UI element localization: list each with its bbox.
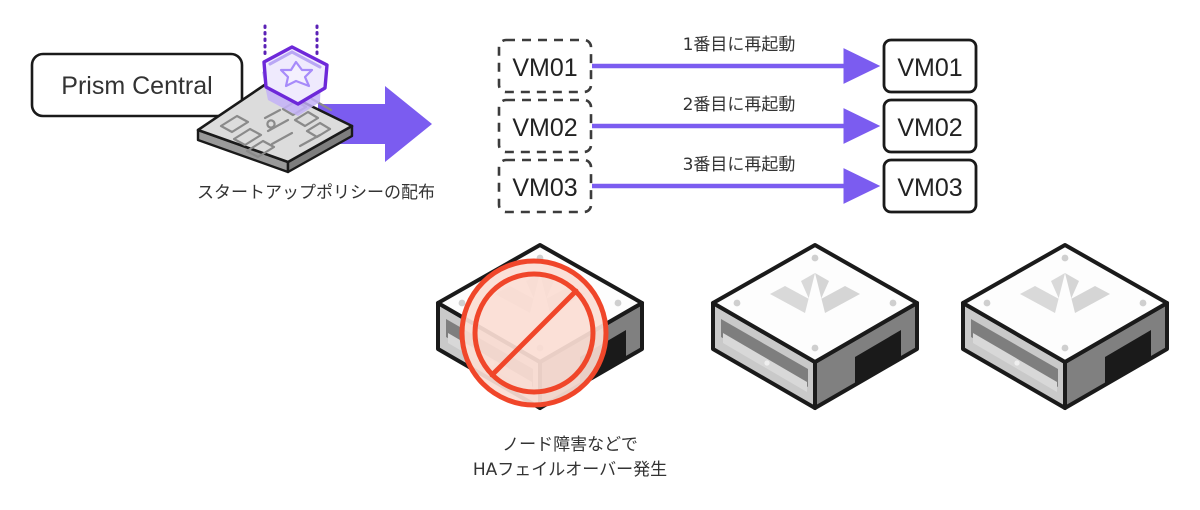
badge-shield-highlight	[268, 50, 322, 69]
vm-target-box	[882, 98, 978, 154]
prohibition-slash	[489, 288, 579, 378]
vm-target-label: VM02	[897, 114, 962, 142]
policy-distribution-caption: スタートアップポリシーの配布	[197, 183, 435, 203]
node-led-icon	[1014, 360, 1020, 366]
prohibition-outer-ring	[459, 258, 609, 408]
vm-target-box	[882, 38, 978, 94]
distribute-arrow-icon	[318, 86, 432, 162]
vm-source-box	[497, 98, 593, 154]
node-led-icon	[764, 360, 770, 366]
node-screw-icon	[811, 254, 819, 262]
vm-target-box	[882, 158, 978, 214]
vm-arrow-label: 1番目に再起動	[683, 35, 796, 55]
nutanix-x-logo-icon	[1020, 273, 1110, 313]
badge-star-icon	[279, 60, 314, 88]
node-top-face	[961, 243, 1169, 364]
prohibition-sign-icon	[459, 258, 609, 408]
node-healthy-3	[961, 243, 1169, 410]
node-screw-icon	[811, 344, 819, 352]
node-screw-icon	[1061, 344, 1069, 352]
node-screw-icon	[889, 299, 897, 307]
node-healthy-2	[711, 243, 919, 410]
node-top-face	[711, 243, 919, 364]
prism-central-box-outline	[30, 52, 244, 118]
node-failed	[436, 243, 644, 410]
failure-caption-line1: ノード障害などで	[502, 435, 638, 455]
vm-target-label: VM01	[897, 54, 962, 82]
node-screw-icon	[458, 299, 466, 307]
policy-dotted-lines	[263, 24, 319, 60]
vm-source-label: VM02	[512, 114, 577, 142]
node-screw-icon	[1139, 299, 1147, 307]
vm-row: VM03 3番目に再起動 VM03	[497, 155, 978, 214]
vm-source-label: VM01	[512, 54, 577, 82]
node-vent	[1105, 330, 1151, 385]
shield-star-badge-icon	[262, 45, 329, 116]
vm-arrow-label: 2番目に再起動	[683, 95, 796, 115]
vm-source-box	[497, 38, 593, 94]
vm-row: VM01 1番目に再起動 VM01	[497, 35, 978, 94]
vm-source-box	[497, 158, 593, 214]
vm-target-label: VM03	[897, 174, 962, 202]
node-screw-icon	[1061, 254, 1069, 262]
vm-row: VM02 2番目に再起動 VM02	[497, 95, 978, 154]
prism-central-label: Prism Central	[61, 72, 212, 100]
prism-central-box: Prism Central	[30, 52, 244, 118]
nutanix-x-logo-icon	[770, 273, 860, 313]
vm-source-label: VM03	[512, 174, 577, 202]
policy-sheet-icon	[196, 82, 354, 174]
prohibition-inner-ring	[472, 271, 596, 395]
node-vent	[855, 330, 901, 385]
distribute-arrow-shape	[318, 86, 432, 162]
failure-caption-line2: HAフェイルオーバー発生	[473, 460, 667, 480]
node-screw-icon	[614, 299, 622, 307]
node-screw-icon	[983, 299, 991, 307]
vm-arrow-label: 3番目に再起動	[683, 155, 796, 175]
node-screw-icon	[733, 299, 741, 307]
